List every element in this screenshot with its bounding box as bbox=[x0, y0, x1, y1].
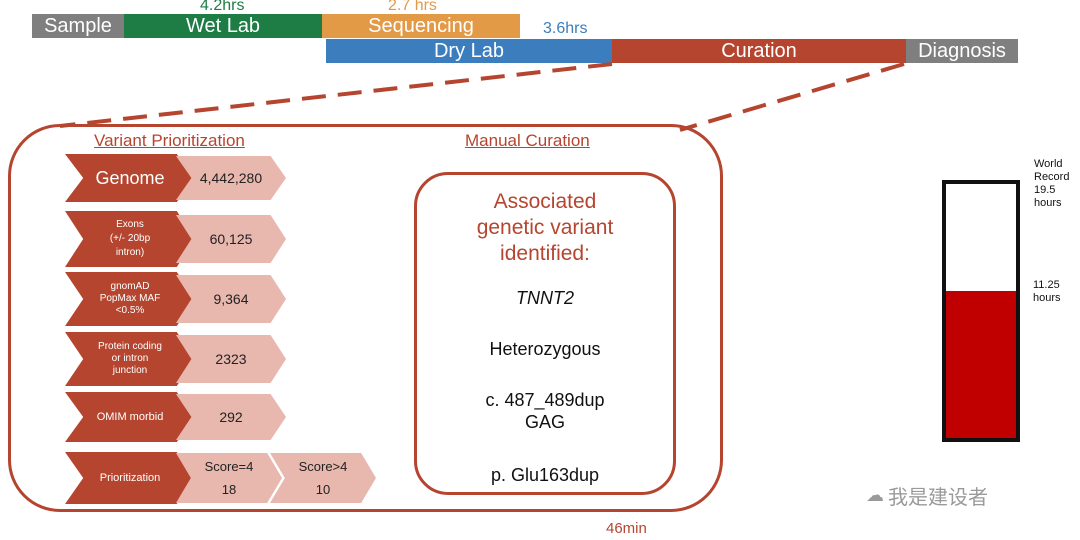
wet-lab-bar: Wet Lab bbox=[124, 14, 322, 38]
filter-protein-coding: Protein coding or intron junction bbox=[65, 332, 195, 386]
dry-lab-hrs: 3.6hrs bbox=[543, 20, 588, 37]
diagnosis-label: Diagnosis bbox=[918, 39, 1006, 62]
gene-name: TNNT2 bbox=[516, 288, 574, 308]
variant-result-box: Associated genetic variant identified: T… bbox=[414, 172, 676, 495]
filter-genome: Genome bbox=[65, 154, 195, 202]
score-gt4-label: Score>4 bbox=[298, 459, 348, 474]
sequencing-hrs: 2.7 hrs bbox=[388, 0, 437, 14]
protein-change: p. Glu163dup bbox=[490, 465, 600, 485]
score-4-box: Score=4 18 bbox=[176, 453, 282, 503]
sequencing-label: Sequencing bbox=[368, 14, 474, 37]
count-gnomad: 9,364 bbox=[176, 275, 286, 323]
watermark-text: 我是建设者 bbox=[888, 487, 988, 509]
filter-gnomad: gnomAD PopMax MAF <0.5% bbox=[65, 272, 195, 326]
wet-lab-label: Wet Lab bbox=[185, 14, 261, 37]
current-time-label: 11.25 hours bbox=[1033, 279, 1061, 304]
score-gt4-value: 10 bbox=[315, 482, 331, 497]
manual-curation-heading: Manual Curation bbox=[465, 131, 590, 150]
zygosity: Heterozygous bbox=[489, 339, 601, 359]
dry-lab-bar: Dry Lab bbox=[326, 39, 612, 63]
curation-bar: Curation bbox=[612, 39, 906, 63]
zoom-line-left bbox=[59, 62, 613, 128]
sample-bar: Sample bbox=[32, 14, 124, 38]
curation-label: Curation bbox=[721, 39, 797, 62]
wet-lab-hrs: 4.2hrs bbox=[200, 0, 245, 14]
chat-bubble-icon: ☁ bbox=[866, 485, 884, 505]
count-omim: 292 bbox=[176, 394, 286, 440]
curation-detail-panel bbox=[8, 124, 723, 512]
count-genome: 4,442,280 bbox=[176, 156, 286, 200]
variant-prioritization-heading: Variant Prioritization bbox=[94, 131, 245, 150]
filter-exons: Exons (+/- 20bp intron) bbox=[65, 211, 195, 267]
score-gt4-box: Score>4 10 bbox=[270, 453, 376, 503]
record-gauge-fill bbox=[946, 291, 1016, 438]
sample-label: Sample bbox=[44, 14, 112, 37]
zoom-line-right bbox=[679, 62, 905, 132]
world-record-label: World Record 19.5 hours bbox=[1034, 158, 1070, 209]
count-exons: 60,125 bbox=[176, 215, 286, 263]
filter-prioritization: Prioritization bbox=[65, 452, 195, 504]
dry-lab-label: Dry Lab bbox=[433, 39, 505, 62]
count-protein-coding: 2323 bbox=[176, 335, 286, 383]
variant-title: Associated genetic variant identified: bbox=[476, 190, 614, 265]
score-4-label: Score=4 bbox=[204, 459, 254, 474]
sequencing-bar: Sequencing bbox=[322, 14, 520, 38]
watermark: ☁ 我是建设者 bbox=[866, 481, 988, 510]
record-gauge bbox=[942, 180, 1020, 442]
filter-omim: OMIM morbid bbox=[65, 392, 195, 442]
diagnosis-bar: Diagnosis bbox=[906, 39, 1018, 63]
score-4-value: 18 bbox=[221, 482, 237, 497]
curation-time: 46min bbox=[606, 520, 647, 537]
cdna-change: c. 487_489dup GAG bbox=[485, 390, 605, 432]
